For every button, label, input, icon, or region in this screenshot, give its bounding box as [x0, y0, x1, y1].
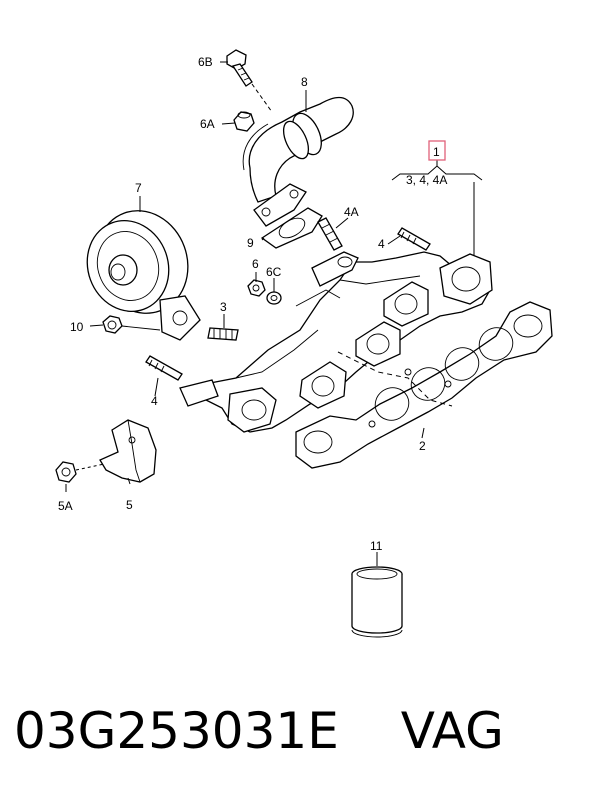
callout-2: 2 — [419, 439, 426, 453]
callout-5A: 5A — [58, 499, 73, 513]
part-number: 03G253031E — [14, 702, 339, 760]
callout-5: 5 — [126, 498, 133, 512]
callout-11: 11 — [370, 539, 383, 553]
part-10-nut — [102, 315, 161, 334]
part-8-pipe — [242, 96, 354, 203]
part-7-pulley — [86, 210, 189, 314]
callout-4A: 4A — [344, 205, 359, 219]
callout-6C: 6C — [266, 265, 282, 279]
part-6-nut — [247, 279, 266, 297]
part-6A-nut — [233, 111, 255, 132]
callout-8: 8 — [301, 75, 308, 89]
part-11-sleeve — [351, 566, 403, 638]
part-1-manifold — [179, 251, 493, 433]
part-4-stud-left — [145, 355, 183, 381]
leader-lines — [65, 61, 483, 566]
callout-6: 6 — [252, 257, 259, 271]
callout-10: 10 — [70, 320, 84, 334]
part-3-flange — [159, 295, 239, 341]
part-5-bracket — [99, 419, 157, 483]
callout-9: 9 — [247, 236, 254, 250]
part-4-stud-right — [397, 227, 431, 251]
callout-3: 3 — [220, 300, 227, 314]
part-2-gasket — [295, 301, 553, 469]
callout-1: 1 — [433, 145, 440, 159]
callout-4-left: 4 — [151, 394, 158, 408]
part-5A-nut — [55, 461, 105, 483]
part-4A-stud — [317, 217, 343, 251]
callout-4-right: 4 — [378, 237, 385, 251]
callout-1-highlight — [428, 140, 446, 161]
part-9-gasket — [253, 183, 323, 249]
callout-1-sublabel: 3, 4, 4A — [406, 173, 447, 187]
exhaust-manifold-diagram: 1 3, 4, 4A 2 3 4 4 4A 5 5A 6 6A 6B 6C 7 … — [55, 49, 553, 638]
callout-6A: 6A — [200, 117, 215, 131]
brand-name: VAG — [400, 702, 504, 760]
part-6B-bolt — [226, 49, 273, 113]
footer-caption: 03G253031E VAG — [14, 702, 594, 782]
callout-7: 7 — [135, 181, 142, 195]
part-6C-washer — [266, 291, 282, 305]
callout-6B: 6B — [198, 55, 213, 69]
